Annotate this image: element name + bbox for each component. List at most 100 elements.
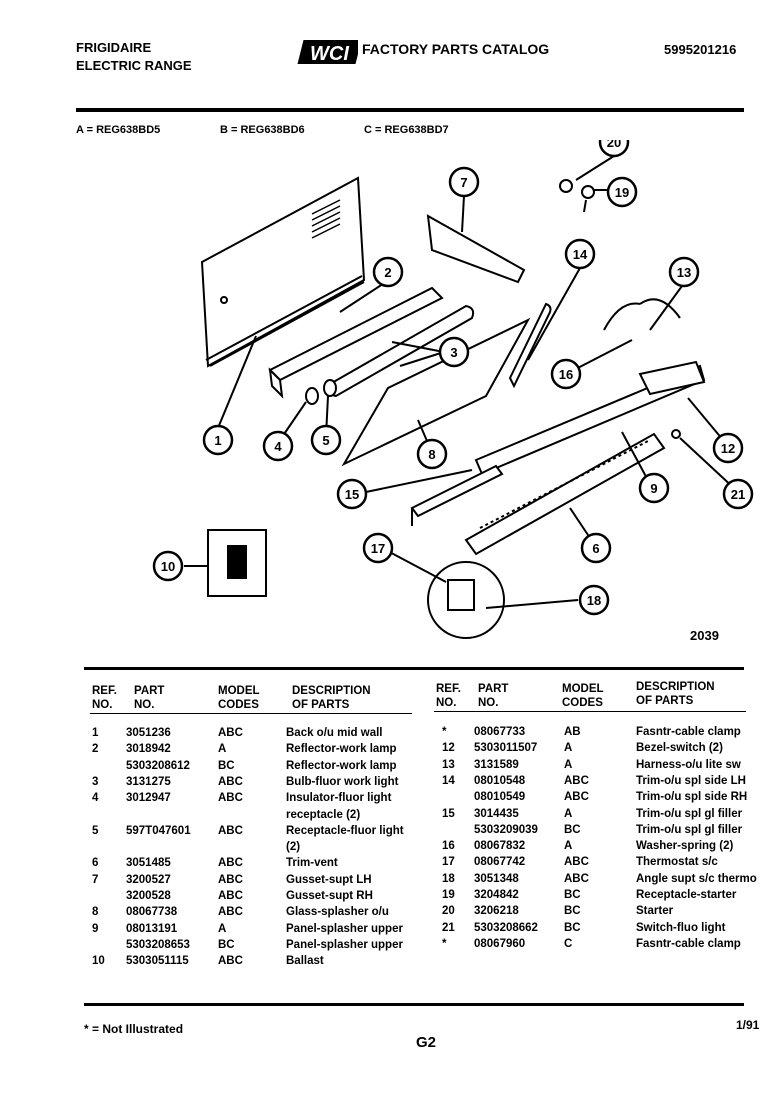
model-codes: ABC — [218, 873, 243, 886]
description: Trim-o/u spl side LH — [636, 774, 746, 787]
description: Fasntr-cable clamp — [636, 726, 741, 738]
svg-text:12: 12 — [721, 441, 735, 456]
model-codes: BC — [564, 889, 581, 901]
ref-no: 6 — [92, 857, 99, 870]
drawing-number: 2039 — [690, 628, 719, 643]
model-b: B = REG638BD6 — [220, 124, 305, 136]
model-codes: ABC — [218, 857, 243, 870]
description: Gusset-supt RH — [286, 890, 373, 902]
description: Fasntr-cable clamp — [636, 937, 741, 950]
callout-15: 15 — [336, 478, 368, 510]
part-no: 08067742 — [474, 856, 526, 869]
ref-no: 1 — [92, 727, 99, 739]
description: Receptacle-starter — [636, 889, 737, 901]
part-no: 3051236 — [126, 727, 171, 739]
description: Panel-splasher upper — [286, 922, 403, 935]
part-no: 08067738 — [126, 906, 178, 919]
svg-text:16: 16 — [559, 367, 573, 382]
description: Trim-o/u spl side RH — [636, 791, 748, 804]
back-wall-part — [200, 176, 366, 368]
revision-date: 1/91 — [736, 1018, 760, 1032]
ref-no: 3 — [92, 775, 99, 788]
model-codes: ABC — [218, 955, 243, 968]
model-codes: A — [564, 758, 573, 771]
callout-17: 17 — [362, 532, 394, 564]
description: (2) — [286, 841, 301, 854]
part-no: 5303208653 — [126, 938, 190, 951]
part-no: 08010549 — [474, 791, 526, 804]
callout-20: 20 — [598, 140, 630, 158]
part-no: 3051485 — [126, 857, 171, 870]
svg-text:1: 1 — [214, 433, 221, 448]
svg-text:18: 18 — [587, 593, 601, 608]
model-codes: A — [564, 742, 573, 755]
ref-no: 18 — [442, 872, 455, 885]
model-codes: A — [564, 840, 573, 853]
callout-6: 6 — [580, 532, 612, 564]
part-no: 3204842 — [474, 889, 519, 901]
svg-text:8: 8 — [428, 447, 435, 462]
svg-text:4: 4 — [274, 439, 282, 454]
part-no: 5303209039 — [474, 823, 538, 836]
part-no: 3131589 — [474, 758, 519, 771]
model-codes: ABC — [218, 792, 243, 805]
svg-text:7: 7 — [460, 175, 467, 190]
model-codes: C — [564, 937, 573, 950]
model-codes: ABC — [564, 872, 589, 885]
callout-7: 7 — [448, 166, 480, 198]
svg-text:10: 10 — [161, 559, 175, 574]
description: Receptacle-fluor light — [286, 824, 404, 837]
ref-no: 16 — [442, 840, 455, 853]
description: Bulb-fluor work light — [286, 775, 399, 788]
left-header-rule — [90, 713, 412, 714]
svg-text:13: 13 — [677, 265, 691, 280]
description: Trim-vent — [286, 857, 338, 870]
callout-12: 12 — [712, 432, 744, 464]
callout-19: 19 — [606, 176, 638, 208]
callout-5: 5 — [310, 424, 342, 456]
part-no: 3014435 — [474, 807, 519, 820]
part-no: 5303208662 — [474, 921, 538, 934]
model-codes: BC — [564, 905, 581, 918]
callout-16: 16 — [550, 358, 582, 390]
model-codes: BC — [218, 938, 235, 951]
callout-13: 13 — [668, 256, 700, 288]
ref-no: 9 — [92, 922, 99, 935]
ref-no: 20 — [442, 905, 455, 918]
footnote: * = Not Illustrated — [84, 1022, 184, 1036]
part-no: 08013191 — [126, 922, 178, 935]
svg-text:21: 21 — [731, 487, 745, 502]
ref-no: 4 — [92, 792, 99, 805]
part-no: 5303208612 — [126, 759, 190, 772]
description: Ballast — [286, 955, 324, 968]
part-no: 08067832 — [474, 840, 526, 853]
description: Reflector-work lamp — [286, 743, 397, 756]
model-codes: ABC — [218, 824, 243, 837]
svg-text:19: 19 — [615, 185, 629, 200]
svg-text:9: 9 — [650, 481, 657, 496]
description: Thermostat s/c — [636, 856, 718, 869]
logo-text: WCI — [310, 43, 349, 65]
model-a: A = REG638BD5 — [76, 124, 161, 136]
ref-no: 13 — [442, 758, 455, 771]
description: Starter — [636, 905, 674, 918]
model-codes: ABC — [218, 727, 243, 739]
part-no: 597T047601 — [126, 824, 191, 837]
svg-text:17: 17 — [371, 541, 385, 556]
svg-text:2: 2 — [384, 265, 391, 280]
model-codes: A — [218, 743, 227, 756]
ref-no: 19 — [442, 889, 455, 901]
description: Bezel-switch (2) — [636, 742, 723, 755]
svg-text:6: 6 — [592, 541, 599, 556]
description: Panel-splasher upper — [286, 938, 403, 951]
ref-no: 15 — [442, 807, 455, 820]
svg-text:15: 15 — [345, 487, 359, 502]
catalog-number: 5995201216 — [664, 42, 737, 57]
description: Trim-o/u spl gl filler — [636, 823, 743, 836]
